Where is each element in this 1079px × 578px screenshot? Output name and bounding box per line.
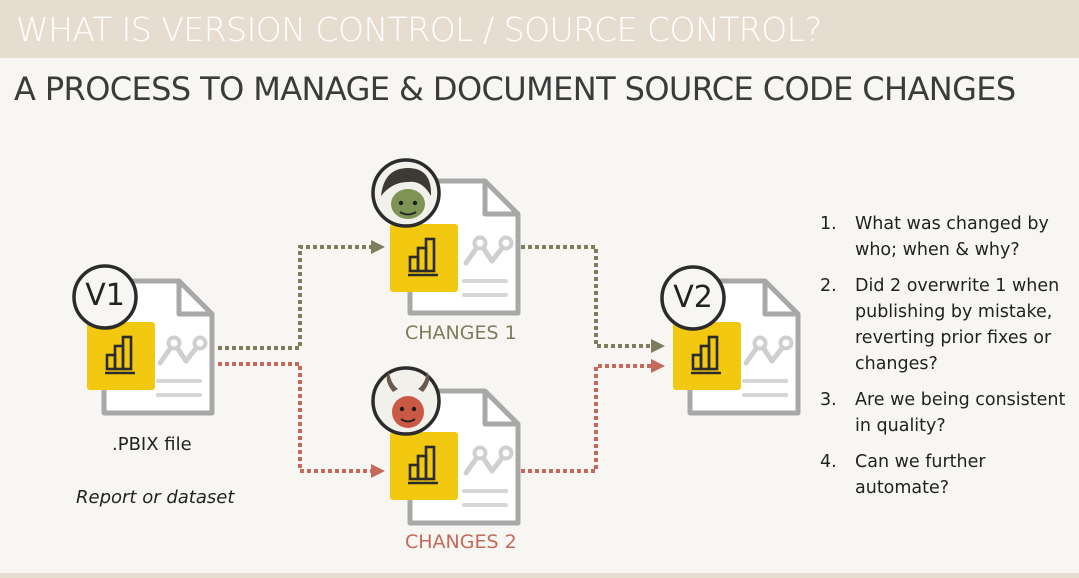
question-number: 3. (820, 390, 837, 410)
path-changes-2-to-v2 (521, 359, 665, 473)
question-number: 4. (820, 452, 837, 472)
slide-subtitle: A PROCESS TO MANAGE & DOCUMENT SOURCE CO… (14, 70, 1016, 108)
question-number: 2. (820, 276, 837, 296)
question-item: 3. Are we being consistent in quality? (820, 387, 1070, 439)
changes-2-document (371, 366, 518, 523)
v1-document (72, 264, 212, 413)
path-to-changes-1 (218, 240, 385, 350)
question-number: 1. (820, 214, 837, 234)
bottom-bar (0, 573, 1079, 578)
v2-badge-label: V2 (673, 280, 713, 315)
path-to-changes-2 (218, 362, 385, 478)
avatar-goblin-icon (371, 158, 441, 228)
banner-title: WHAT IS VERSION CONTROL / SOURCE CONTROL… (16, 10, 822, 49)
question-item: 4. Can we further automate? (820, 449, 1070, 501)
question-text: Can we further automate? (855, 452, 986, 498)
title-banner: WHAT IS VERSION CONTROL / SOURCE CONTROL… (0, 0, 1079, 58)
question-item: 2. Did 2 overwrite 1 when publishing by … (820, 273, 1070, 377)
changes-1-document (371, 158, 518, 313)
pbix-file-label: .PBIX file (112, 434, 192, 455)
v2-badge (660, 265, 726, 331)
question-text: Are we being consistent in quality? (855, 390, 1066, 436)
v1-badge-label: V1 (85, 278, 125, 313)
question-text: Did 2 overwrite 1 when publishing by mis… (855, 276, 1060, 374)
changes-2-label: CHANGES 2 (405, 531, 517, 553)
avatar-demon-icon (371, 366, 441, 436)
question-item: 1. What was changed by who; when & why? (820, 211, 1070, 263)
v2-document (660, 265, 798, 413)
v1-badge (72, 264, 138, 330)
question-text: What was changed by who; when & why? (855, 214, 1049, 260)
path-changes-1-to-v2 (521, 245, 665, 353)
questions-list: 1. What was changed by who; when & why? … (820, 211, 1070, 511)
changes-1-label: CHANGES 1 (405, 322, 517, 344)
report-or-dataset-caption: Report or dataset (76, 487, 235, 508)
